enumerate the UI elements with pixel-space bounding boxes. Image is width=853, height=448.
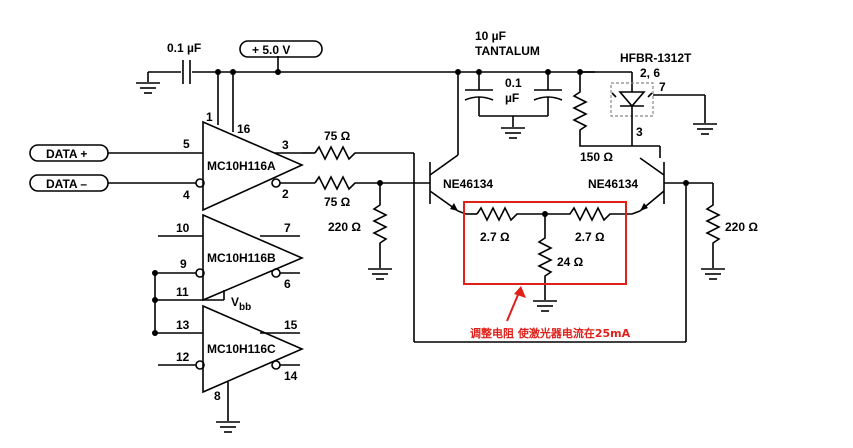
vbb-label: Vbb <box>231 295 251 313</box>
ground-symbol <box>368 268 392 280</box>
pin-label: 3 <box>636 125 643 139</box>
vbb-sub: bb <box>239 302 251 313</box>
data-minus-tag: DATA – <box>29 174 109 192</box>
resistor-150-label: 150 Ω <box>580 150 613 164</box>
inverting-bubble <box>271 360 281 370</box>
ground-symbol <box>701 268 725 280</box>
ground-symbol <box>533 300 557 312</box>
pin-label: 9 <box>180 257 187 271</box>
pin-label: 11 <box>176 285 189 299</box>
resistor-150 <box>572 72 632 147</box>
tantalum-value-label: 10 µF <box>475 29 506 43</box>
pin-label: 16 <box>237 122 251 136</box>
highlight-box <box>463 201 627 285</box>
resistor-2-7-right-label: 2.7 Ω <box>575 230 605 244</box>
pin-label: 8 <box>214 389 221 403</box>
resistor-75-bottom-label: 75 Ω <box>324 195 351 209</box>
resistor-24 <box>537 214 553 300</box>
input-capacitor <box>182 60 191 84</box>
junction-dot <box>152 270 158 276</box>
ground-symbol <box>693 123 717 135</box>
pin-label: 7 <box>659 80 666 94</box>
resistor-220-left-label: 220 Ω <box>328 220 361 234</box>
supply-voltage-label: + 5.0 V <box>252 43 290 57</box>
data-minus-label: DATA – <box>46 177 87 191</box>
pin-label: 10 <box>176 221 190 235</box>
resistor-75-top <box>314 145 414 161</box>
annotation-arrowhead <box>514 286 526 298</box>
inverting-bubble <box>195 178 205 188</box>
laser-diode-icon <box>611 85 653 116</box>
input-ground-symbol <box>136 82 160 94</box>
annotation-text: 调整电阻 使激光器电流在25mA <box>470 326 631 340</box>
inverting-bubble <box>271 268 281 278</box>
bypass-value-label: 0.1 <box>505 76 522 90</box>
data-plus-tag: DATA + <box>29 144 109 162</box>
resistor-220-right <box>705 183 721 268</box>
resistor-2-7-left <box>476 206 545 222</box>
ground-symbol <box>216 421 240 433</box>
resistor-2-7-right <box>545 206 641 222</box>
resistor-24-label: 24 Ω <box>557 255 584 269</box>
chip-a-label: MC10H116A <box>207 159 276 173</box>
mc10h116b-triangle <box>202 213 305 302</box>
inverting-bubble <box>271 178 281 188</box>
supply-label-box: + 5.0 V <box>239 40 323 58</box>
resistor-75-bottom <box>314 175 430 191</box>
data-plus-label: DATA + <box>46 147 87 161</box>
pin-label: 13 <box>176 318 190 332</box>
mc10h116c-triangle <box>202 304 305 394</box>
transistor-right <box>639 157 665 212</box>
resistor-75-top-label: 75 Ω <box>324 129 351 143</box>
pin-label: 7 <box>284 221 291 235</box>
resistor-2-7-left-label: 2.7 Ω <box>480 230 510 244</box>
vbb-main: V <box>231 295 239 309</box>
pin-label: 6 <box>284 277 291 291</box>
pin-label: 15 <box>284 318 298 332</box>
laser-label: HFBR-1312T <box>620 51 692 65</box>
supply-rail <box>147 56 595 82</box>
junction-dot <box>683 180 689 186</box>
ground-symbol <box>501 127 525 139</box>
mc10h116a-triangle <box>202 120 304 212</box>
pin-label: 2, 6 <box>640 66 660 80</box>
bypass-capacitor <box>533 72 563 116</box>
inverting-bubble <box>195 360 205 370</box>
pin-label: 2 <box>282 187 289 201</box>
pin-label: 5 <box>183 137 190 151</box>
tantalum-capacitor <box>464 72 494 116</box>
inverting-bubble <box>195 268 205 278</box>
pin-label: 1 <box>206 110 213 124</box>
transistor-right-label: NE46134 <box>588 177 638 191</box>
transistor-left <box>429 154 459 212</box>
bypass-unit-label: µF <box>505 91 519 105</box>
input-capacitor-label: 0.1 µF <box>167 41 201 55</box>
transistor-left-label: NE46134 <box>443 177 493 191</box>
pin-label: 12 <box>176 350 190 364</box>
chip-c-label: MC10H116C <box>207 342 276 356</box>
pin-label: 14 <box>284 369 298 383</box>
tantalum-word-label: TANTALUM <box>475 44 540 58</box>
resistor-220-right-label: 220 Ω <box>725 220 758 234</box>
resistor-220-left <box>372 183 388 268</box>
chip-b-label: MC10H116B <box>207 251 276 265</box>
junction-dot <box>275 69 281 75</box>
pin-label: 4 <box>183 188 190 202</box>
pin-label: 3 <box>282 138 289 152</box>
